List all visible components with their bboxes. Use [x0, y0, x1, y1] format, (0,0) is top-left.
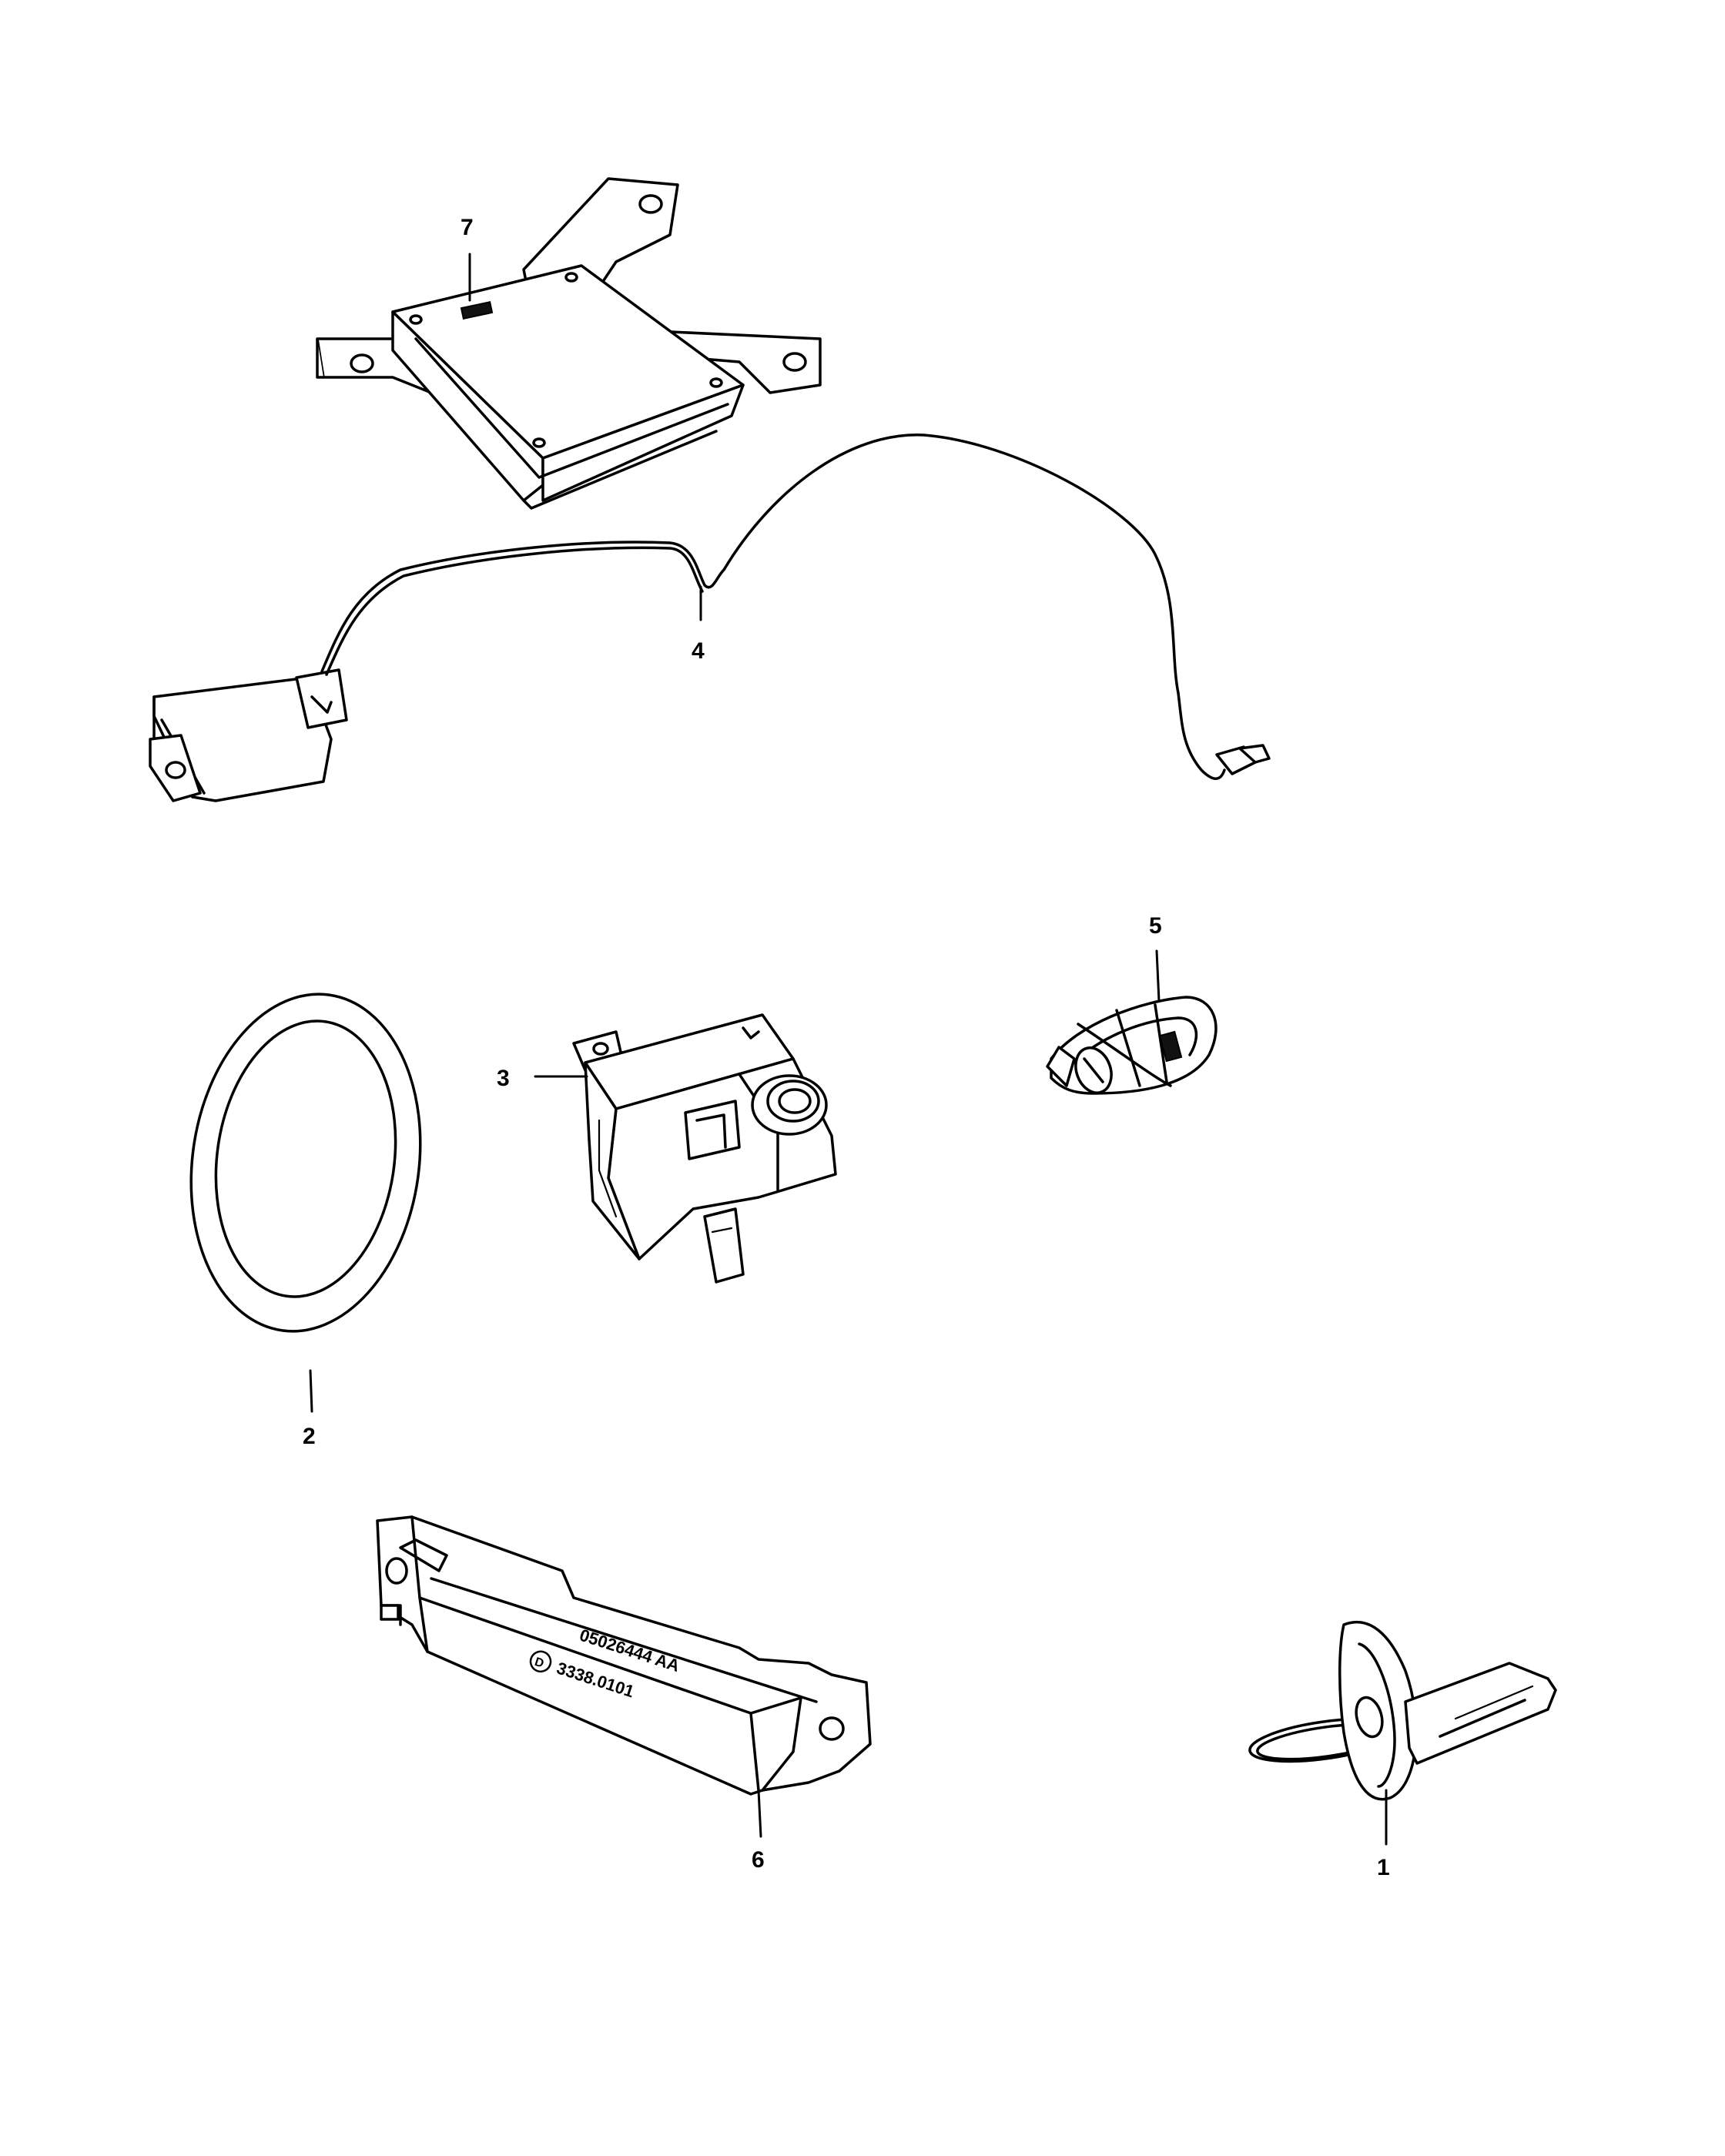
callout-1: 1	[1377, 1855, 1390, 1880]
part-5-key-fob	[1046, 996, 1218, 1095]
callout-3: 3	[497, 1066, 510, 1091]
logo-icon	[529, 1650, 552, 1673]
part-2-bezel-ring	[189, 993, 422, 1333]
callout-2: 2	[303, 1424, 316, 1449]
callout-4: 4	[692, 638, 705, 664]
part-4-antenna-cable	[149, 434, 1271, 802]
callout-5: 5	[1149, 913, 1162, 939]
module-logo-letter: D	[533, 1656, 545, 1671]
module-label-icon	[460, 301, 494, 320]
leader-6	[757, 1789, 762, 1838]
part-3-ignition-module	[572, 1013, 837, 1284]
part-6-bracket-module: 05026444 AA D 3338.0101	[376, 1515, 872, 1796]
leader-lines	[309, 253, 1388, 1846]
part-7-control-module	[316, 177, 822, 510]
part-1-key-blank	[1248, 1620, 1557, 1801]
leader-5	[1155, 949, 1161, 1003]
callout-6: 6	[752, 1847, 765, 1873]
callouts: 7 4 5 3 2 6 1	[303, 215, 1390, 1880]
callout-7: 7	[461, 215, 474, 240]
leader-2	[309, 1369, 313, 1413]
